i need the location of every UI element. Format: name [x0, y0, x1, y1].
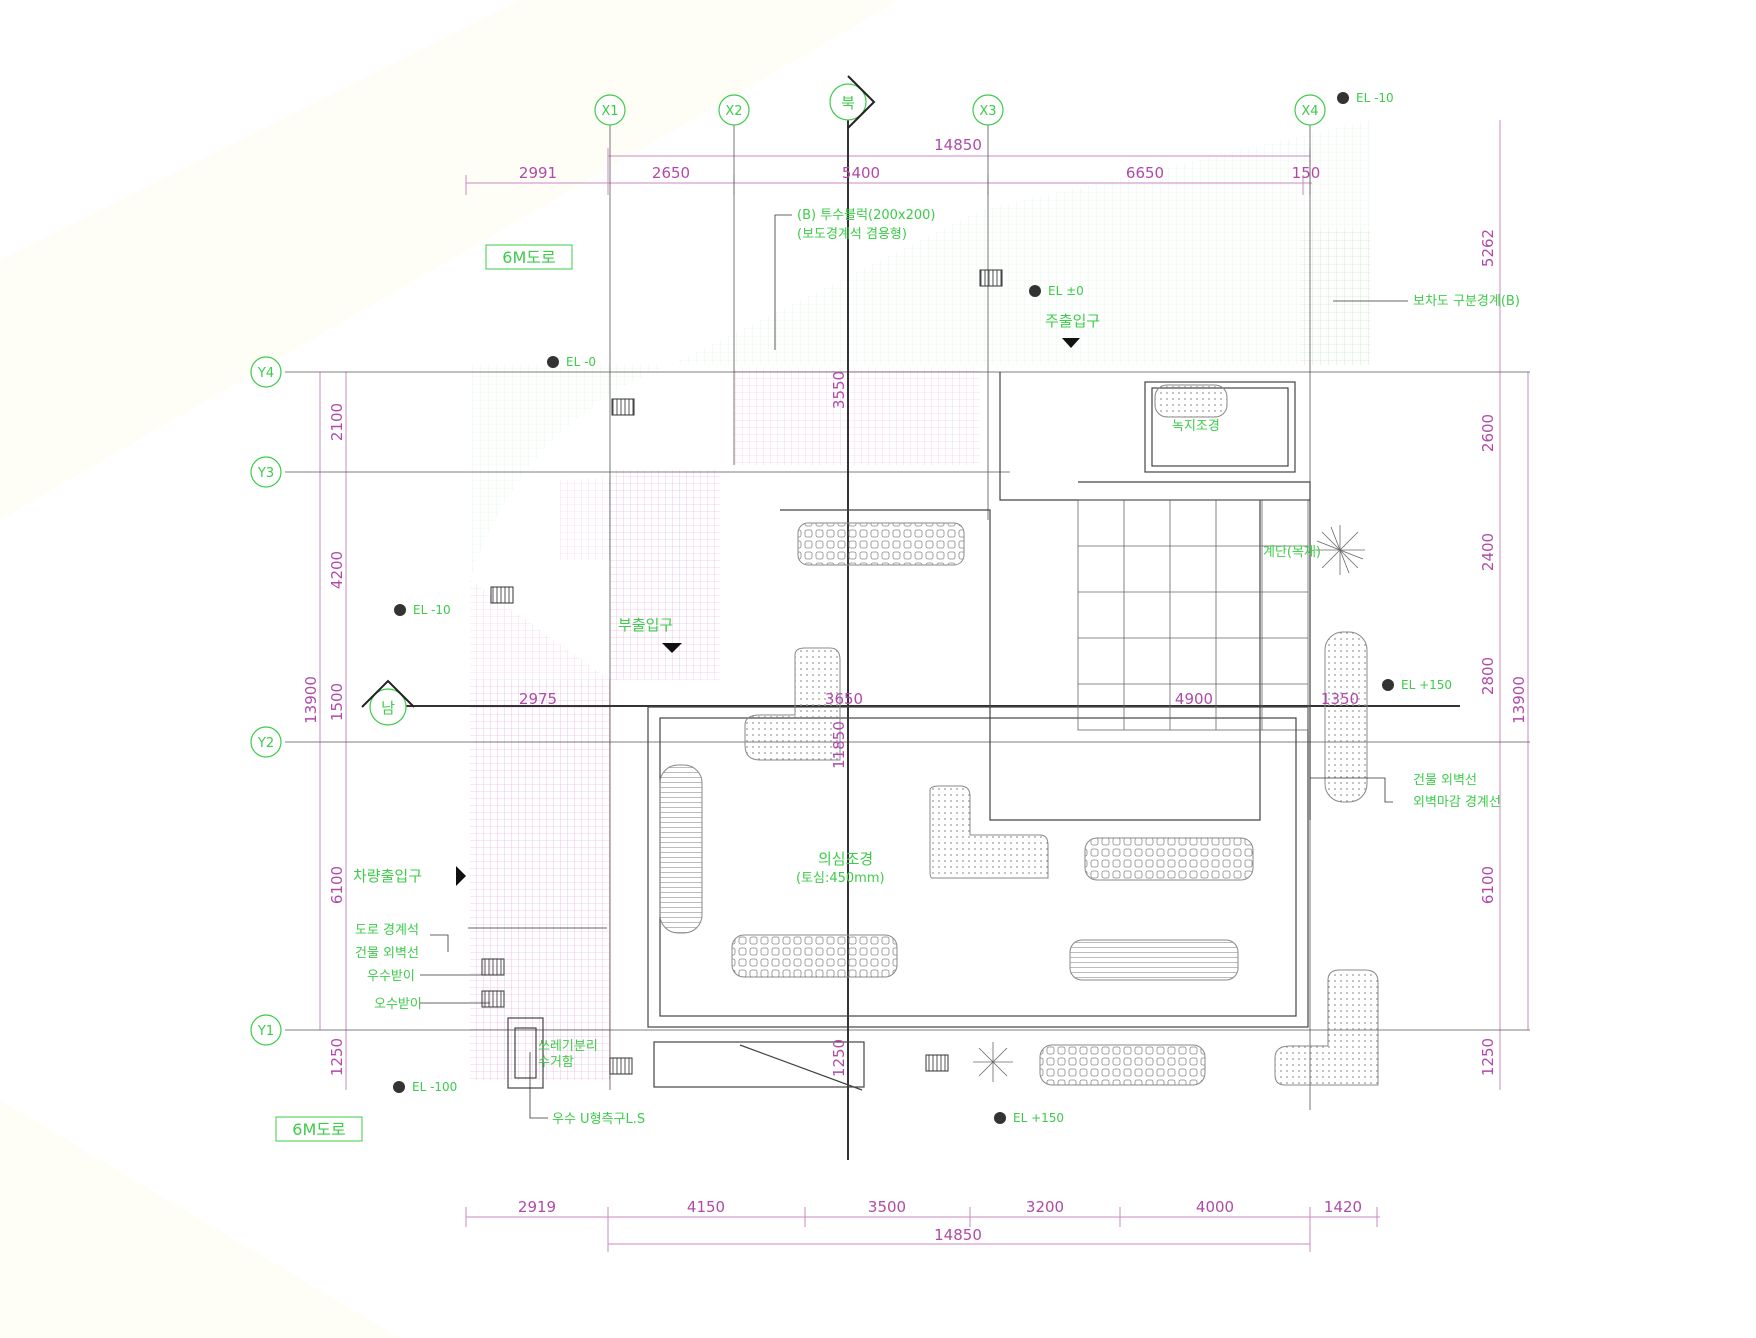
road-label-top: 6M도로 [502, 248, 555, 267]
y-axis-bubbles [250, 356, 282, 1046]
paving-hatch [470, 120, 1370, 1080]
box-label-1: 쓰레기분리 [538, 1039, 598, 1054]
dim-bottom-5: 4000 [1196, 1198, 1234, 1216]
dim-right-overall: 13900 [1510, 676, 1528, 724]
level-1: EL -10 [1356, 91, 1394, 105]
green-area-label: 녹지조경 [1172, 419, 1220, 434]
dim-bottom-3: 3500 [868, 1198, 906, 1216]
level-3: EL -0 [566, 355, 596, 369]
road-box-top [485, 244, 573, 270]
x-axis-bubbles [594, 94, 1326, 126]
dim-inner-7: 1250 [830, 1039, 848, 1077]
dim-right-3: 2400 [1479, 533, 1497, 571]
dim-inner-2: 3650 [825, 690, 863, 708]
legend-1: 우수받이 [367, 969, 415, 984]
dim-inner-4: 1350 [1321, 690, 1359, 708]
axis-y3: Y3 [257, 466, 274, 481]
main-entry-label: 주출입구 [1045, 312, 1100, 330]
center-dim-label: (토심:450mm) [796, 871, 885, 886]
right-note: 보차도 구분경계(B) [1413, 294, 1520, 309]
entry-arrows [456, 338, 1080, 886]
right-mid-2: 외벽마감 경계선 [1413, 795, 1501, 810]
dim-top-3: 5400 [842, 164, 880, 182]
dim-left-2: 4200 [328, 551, 346, 589]
dim-left-3: 1500 [328, 683, 346, 721]
dim-top-4: 6650 [1126, 164, 1164, 182]
axis-y4: Y4 [257, 366, 274, 381]
level-2: EL ±0 [1048, 284, 1084, 298]
shrub-symbols [973, 525, 1365, 1082]
legend-2: 오수받이 [374, 997, 422, 1012]
dim-left-4: 6100 [328, 866, 346, 904]
dim-inner-3: 4900 [1175, 690, 1213, 708]
side-entry-label: 차량출입구 [353, 867, 422, 885]
dim-top-2: 2650 [652, 164, 690, 182]
dim-inner-1: 2975 [519, 690, 557, 708]
dim-right-6: 1250 [1479, 1038, 1497, 1076]
box-label-2: 수거함 [538, 1055, 574, 1070]
road-box-bottom [275, 1116, 363, 1142]
note-top-2: (보도경계석 겸용형) [797, 227, 907, 242]
road-label-bottom: 6M도로 [292, 1120, 345, 1139]
axis-y1: Y1 [257, 1024, 274, 1039]
note-top-1: (B) 투수블럭(200x200) [797, 208, 936, 223]
axis-x3: X3 [979, 104, 996, 119]
level-6: EL -100 [412, 1080, 457, 1094]
center-area-label: 의심조경 [818, 850, 873, 868]
background-wash [0, 0, 900, 1338]
axis-y2: Y2 [257, 736, 274, 751]
right-mid-1: 건물 외벽선 [1413, 773, 1477, 788]
left-note-2: 건물 외벽선 [355, 946, 419, 961]
center-line [380, 100, 1460, 1160]
left-note-1: 도로 경계석 [355, 923, 419, 938]
axis-x2: X2 [725, 104, 742, 119]
drain-grates [481, 269, 1003, 1075]
level-4: EL -10 [413, 603, 451, 617]
dim-bottom-overall: 14850 [934, 1226, 982, 1244]
level-markers [393, 92, 1394, 1124]
dim-top-overall: 14850 [934, 136, 982, 154]
level-5: EL +150 [1401, 678, 1452, 692]
dim-bottom-1: 2919 [518, 1198, 556, 1216]
dim-right-4: 2800 [1479, 657, 1497, 695]
south-label: 남 [381, 699, 395, 717]
dim-top-5: 150 [1292, 164, 1321, 182]
north-label: 북 [841, 94, 855, 112]
level-7: EL +150 [1013, 1111, 1064, 1125]
dim-inner-6: 11850 [830, 721, 848, 769]
dim-left-5: 1250 [328, 1038, 346, 1076]
dim-top-1: 2991 [519, 164, 557, 182]
axis-x4: X4 [1301, 104, 1318, 119]
dim-right-5: 6100 [1479, 866, 1497, 904]
dim-left-overall: 13900 [302, 676, 320, 724]
dim-left-1: 2100 [328, 403, 346, 441]
step-label: 계단(목재) [1263, 545, 1321, 560]
bottom-note: 우수 U형측구L.S [552, 1112, 645, 1127]
dim-right-1: 5262 [1479, 229, 1497, 267]
dim-inner-5: 3550 [830, 371, 848, 409]
axis-x1: X1 [601, 104, 618, 119]
section-marker-north [829, 75, 876, 129]
section-marker-south [361, 679, 415, 726]
sub-entry-label: 부출입구 [618, 616, 673, 634]
dim-right-2: 2600 [1479, 414, 1497, 452]
tile-grid [1077, 499, 1309, 731]
leader-lines [420, 214, 1408, 1119]
dim-bottom-2: 4150 [687, 1198, 725, 1216]
planting-beds [659, 384, 1379, 1086]
dim-bottom-4: 3200 [1026, 1198, 1064, 1216]
dim-bottom-6: 1420 [1324, 1198, 1362, 1216]
